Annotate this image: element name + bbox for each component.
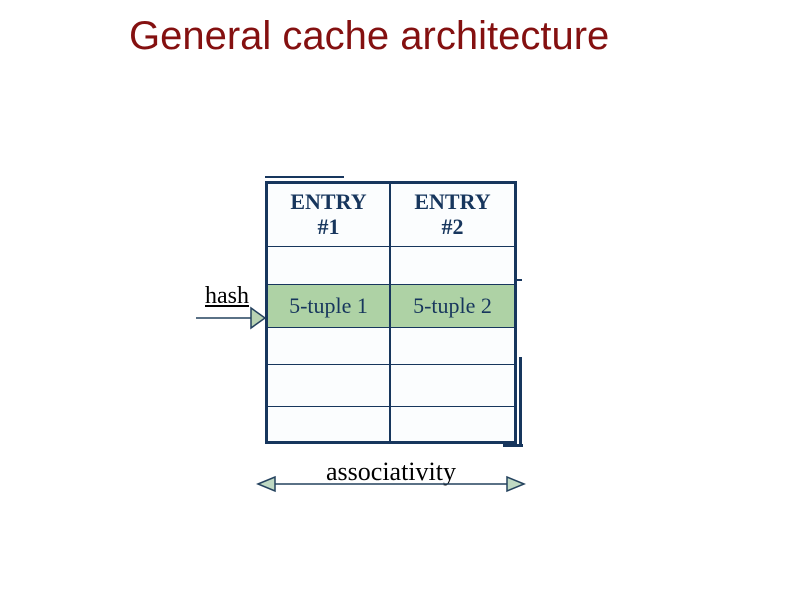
header-entry-1-line1: ENTRY: [290, 189, 367, 215]
page-title: General cache architecture: [129, 14, 610, 58]
table-shadow-nub: [517, 279, 522, 281]
table-empty-cell: [268, 328, 391, 365]
table-empty-cell: [268, 407, 391, 441]
cache-table: ENTRY #1 ENTRY #2 5-tuple 1 5-tuple 2: [265, 181, 517, 444]
header-entry-2-line1: ENTRY: [414, 189, 491, 215]
table-cell-5tuple-1: 5-tuple 1: [268, 285, 391, 328]
table-header-entry-1: ENTRY #1: [268, 184, 391, 247]
table-empty-cell: [391, 407, 514, 441]
table-shadow-bottom-line: [503, 444, 523, 447]
hash-arrow-icon: [196, 306, 267, 330]
table-empty-cell: [391, 247, 514, 285]
table-empty-cell: [268, 365, 391, 407]
table-shadow-top-line: [265, 176, 344, 178]
associativity-double-arrow-icon: [256, 475, 526, 493]
table-empty-cell: [391, 328, 514, 365]
table-header-entry-2: ENTRY #2: [391, 184, 514, 247]
associativity-label: associativity: [326, 457, 456, 486]
hash-label: hash: [205, 283, 249, 309]
table-shadow-right-line: [519, 357, 522, 447]
table-empty-cell: [391, 365, 514, 407]
header-entry-1-line2: #1: [317, 214, 340, 239]
table-empty-cell: [268, 247, 391, 285]
table-cell-5tuple-2: 5-tuple 2: [391, 285, 514, 328]
header-entry-2-line2: #2: [441, 214, 464, 239]
